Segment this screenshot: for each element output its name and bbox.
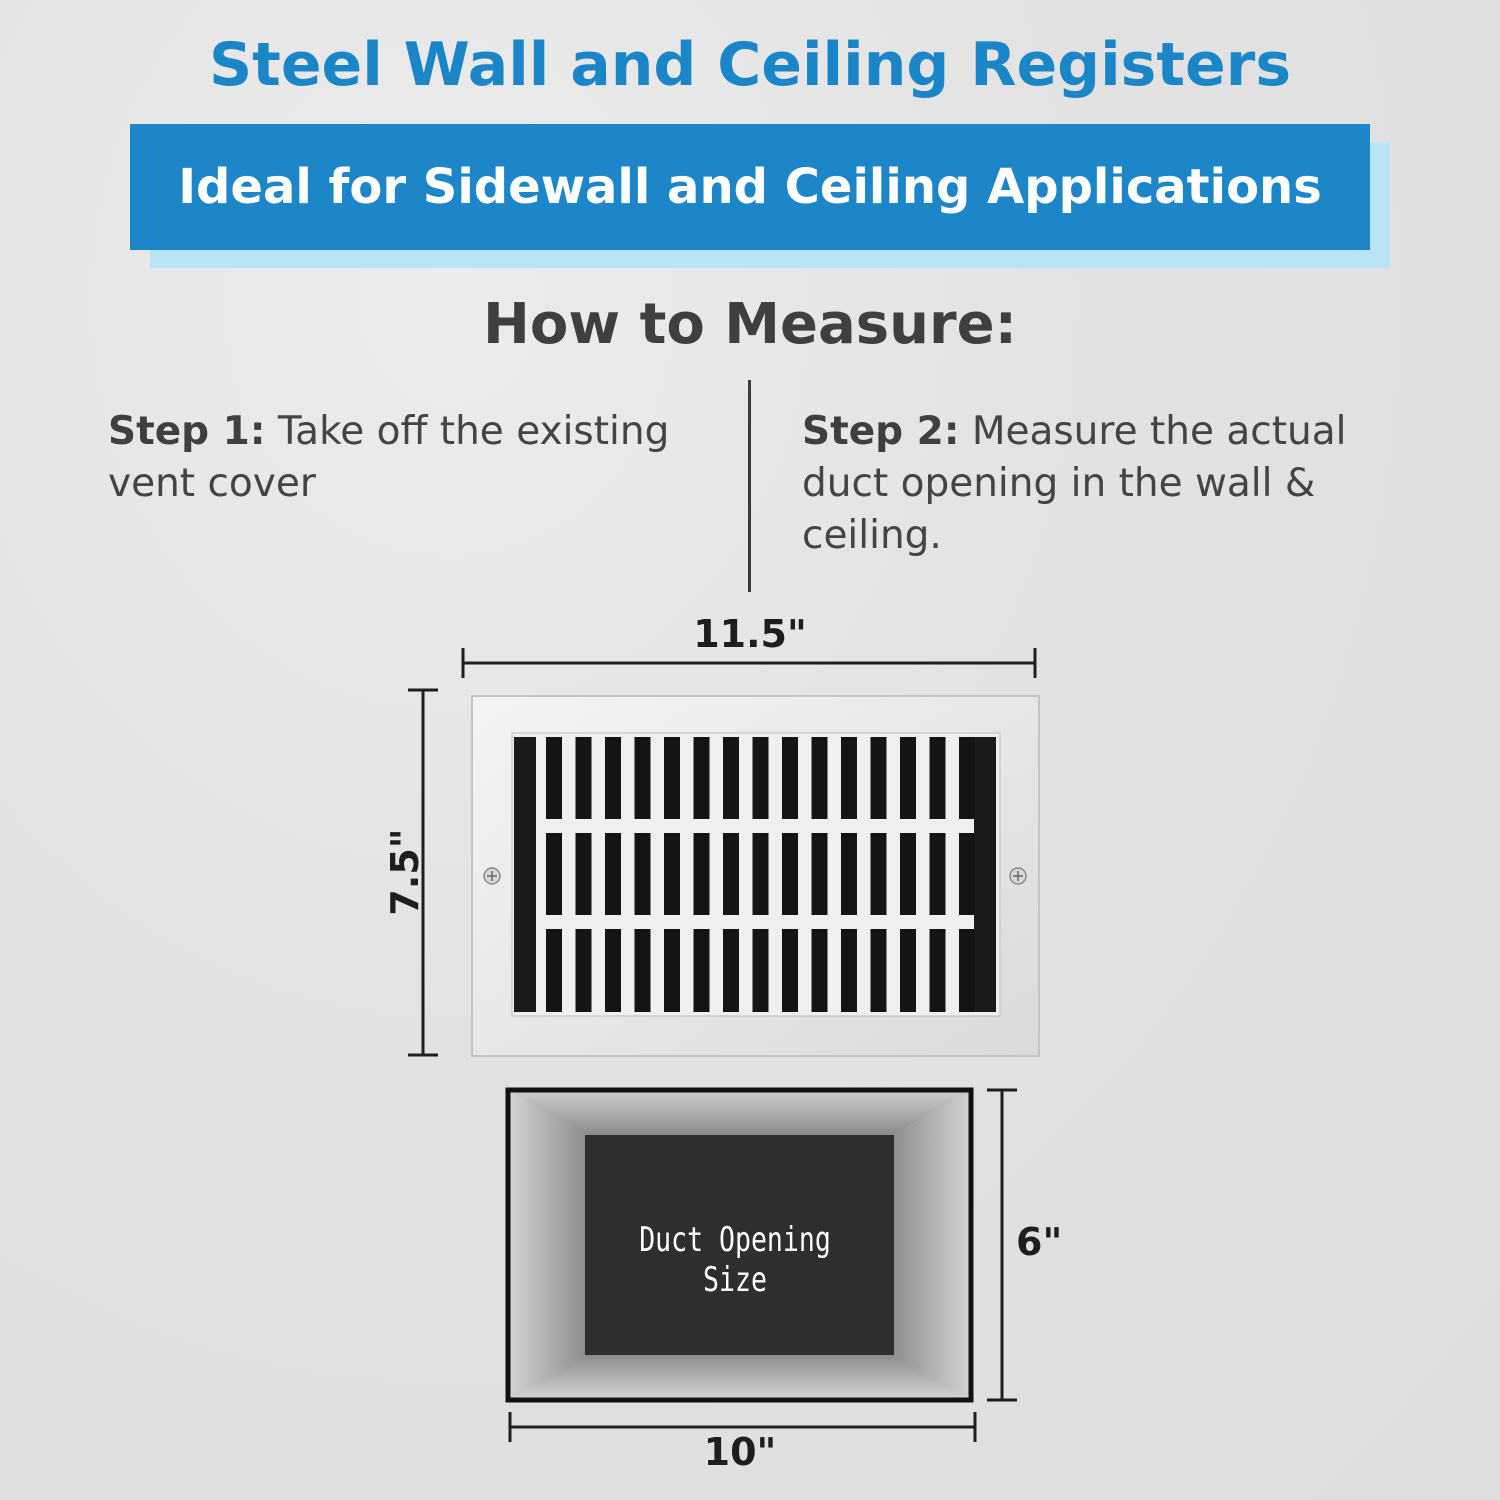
step-2: Step 2: Measure the actual duct opening … xyxy=(802,406,1442,562)
step-1: Step 1: Take off the existing vent cover xyxy=(108,406,708,510)
register-width-label: 11.5" xyxy=(693,612,807,656)
banner-text: Ideal for Sidewall and Ceiling Applicati… xyxy=(178,159,1322,215)
screw-icon xyxy=(1009,867,1027,885)
louver-slot xyxy=(929,833,946,915)
step-2-label: Step 2: xyxy=(802,409,960,454)
louver-slot xyxy=(752,929,769,1012)
louver-slot xyxy=(575,737,592,819)
louver-slot xyxy=(634,929,651,1012)
louver-slot xyxy=(959,929,975,1012)
louver-slot xyxy=(752,737,769,819)
louver-slot xyxy=(693,929,710,1012)
louver-slot xyxy=(605,833,621,915)
louver-slot xyxy=(575,833,592,915)
register-width-dimension xyxy=(461,648,1037,678)
register-height-dimension xyxy=(408,688,438,1057)
louver-slot xyxy=(664,737,680,819)
louver-slot xyxy=(900,833,916,915)
louver-slot xyxy=(664,929,680,1012)
step-2-text: Measure the actual duct opening in the w… xyxy=(802,409,1347,558)
louver-slot xyxy=(782,737,798,819)
louver-slot xyxy=(900,737,916,819)
louver-slot xyxy=(929,929,946,1012)
step-1-label: Step 1: xyxy=(108,409,266,454)
louver-slot xyxy=(841,929,857,1012)
louver-slot xyxy=(811,737,828,819)
duct-height-dimension xyxy=(987,1088,1017,1402)
louver-slot xyxy=(605,737,621,819)
measure-heading: How to Measure: xyxy=(483,292,1017,357)
louver-slot xyxy=(752,833,769,915)
step-1-text: Take off the existing vent cover xyxy=(108,409,670,506)
louver-slot xyxy=(900,929,916,1012)
louver-slot xyxy=(782,929,798,1012)
louver-slot xyxy=(870,929,887,1012)
louver-slot xyxy=(575,929,592,1012)
louver-slot xyxy=(723,929,739,1012)
louver-slot xyxy=(811,833,828,915)
louver-slot xyxy=(693,737,710,819)
page-title: Steel Wall and Ceiling Registers xyxy=(208,30,1292,100)
louver-slot xyxy=(959,737,975,819)
louver-slot xyxy=(693,833,710,915)
louver-slot xyxy=(929,737,946,819)
register-height-label: 7.5" xyxy=(383,828,427,916)
louver-slot xyxy=(811,929,828,1012)
louver-slot xyxy=(959,833,975,915)
louver-slot xyxy=(723,737,739,819)
louver-slot xyxy=(841,833,857,915)
louver-slot xyxy=(605,929,621,1012)
louver-slot xyxy=(841,737,857,819)
louver-slot xyxy=(546,737,562,819)
louver-slot xyxy=(870,737,887,819)
duct-width-label: 10" xyxy=(703,1430,777,1474)
duct-height-label: 6" xyxy=(1016,1220,1063,1264)
vent-register xyxy=(471,695,1040,1057)
register-louvers xyxy=(546,737,975,1012)
louver-slot xyxy=(870,833,887,915)
banner: Ideal for Sidewall and Ceiling Applicati… xyxy=(130,124,1370,250)
louver-slot xyxy=(546,929,562,1012)
screw-icon xyxy=(483,867,501,885)
louver-slot xyxy=(782,833,798,915)
duct-opening xyxy=(505,1087,974,1403)
louver-slot xyxy=(546,833,562,915)
duct-opening-label: Duct Opening Size xyxy=(639,1220,831,1300)
duct-width-dimension xyxy=(508,1412,977,1442)
divider xyxy=(748,380,751,592)
louver-slot xyxy=(723,833,739,915)
louver-slot xyxy=(634,833,651,915)
louver-slot xyxy=(664,833,680,915)
louver-slot xyxy=(634,737,651,819)
